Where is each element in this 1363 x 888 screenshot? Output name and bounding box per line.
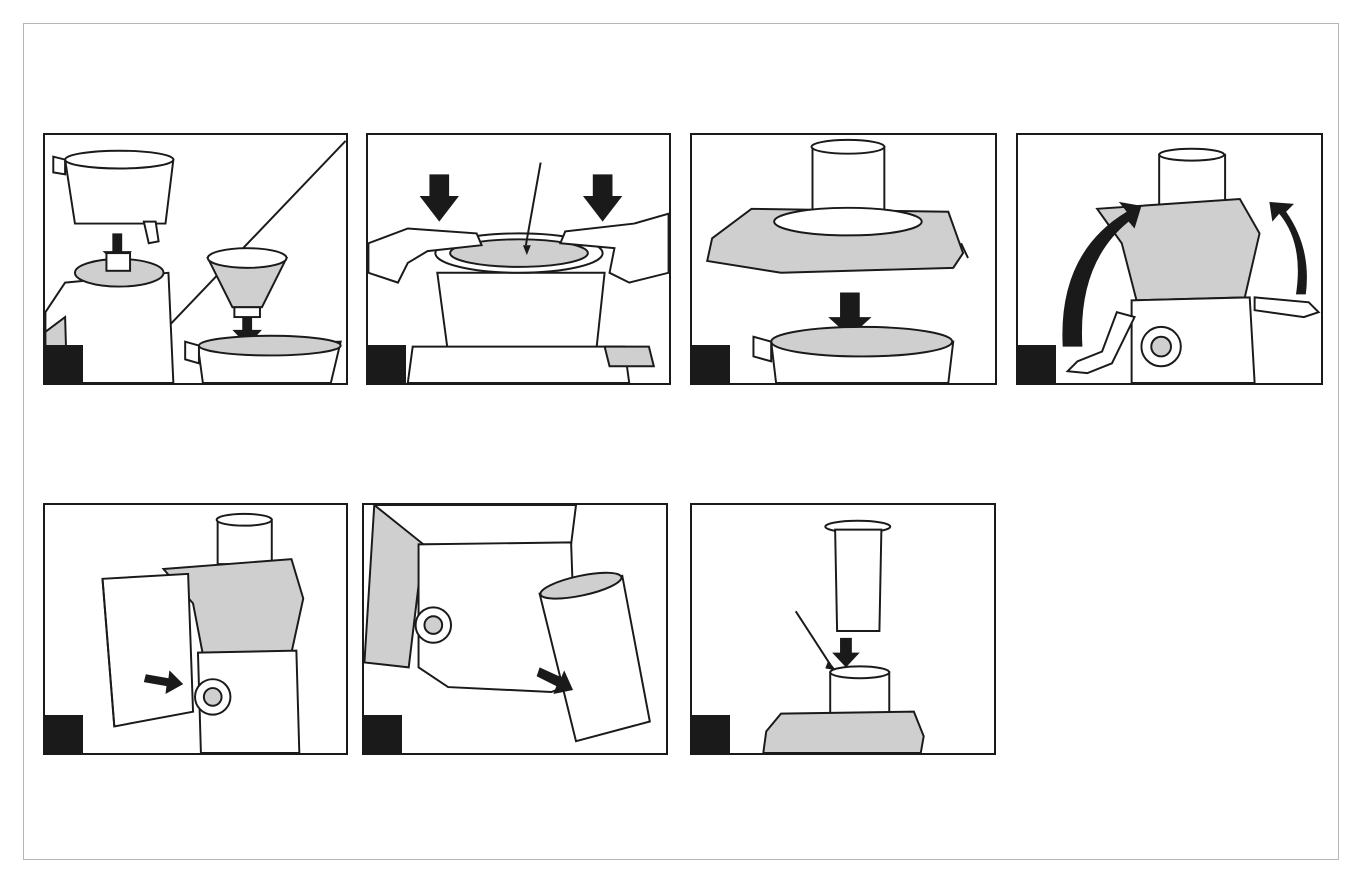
step-4-drawing — [1018, 135, 1321, 383]
step-5-drawing — [45, 505, 346, 753]
step-5-illustration — [43, 503, 348, 755]
juice-jug-shape — [540, 576, 650, 741]
step-number-badge — [364, 715, 402, 753]
down-arrow-icon — [583, 174, 622, 221]
step-6-illustration — [362, 503, 668, 755]
pulp-container-shape — [103, 574, 194, 727]
step-number-badge — [368, 345, 406, 383]
step-number-badge — [45, 345, 83, 383]
step-1-drawing — [45, 135, 346, 383]
food-pusher-shape — [835, 530, 881, 631]
juicer-lid-shape — [1097, 199, 1259, 300]
step-3-illustration — [690, 133, 997, 385]
step-number-badge — [692, 715, 730, 753]
step-2-illustration — [366, 133, 671, 385]
step-1-illustration — [43, 133, 348, 385]
step-3-drawing — [692, 135, 995, 383]
step-number-badge — [1018, 345, 1056, 383]
down-arrow-icon — [420, 174, 459, 221]
step-number-badge — [45, 715, 83, 753]
step-7-drawing — [692, 505, 994, 753]
step-7-illustration — [690, 503, 996, 755]
down-arrow-icon — [832, 638, 860, 668]
rotate-arrow-icon — [1269, 202, 1307, 295]
step-2-drawing — [368, 135, 669, 383]
step-number-badge — [692, 345, 730, 383]
step-6-drawing — [364, 505, 666, 753]
step-4-illustration — [1016, 133, 1323, 385]
